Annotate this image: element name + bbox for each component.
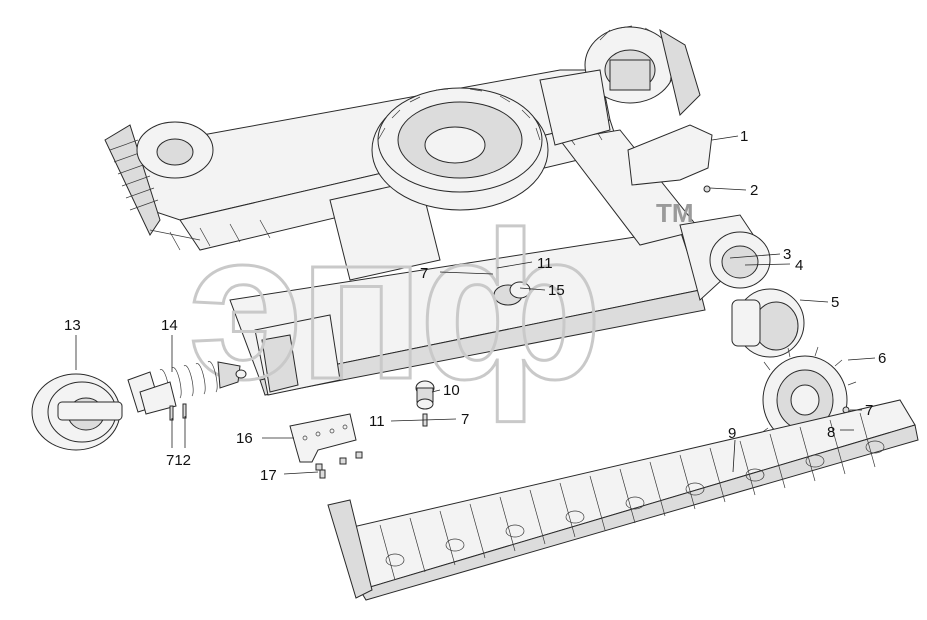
label-11-lower: 11 — [369, 413, 385, 430]
label-9: 9 — [728, 425, 736, 442]
label-17: 17 — [260, 467, 277, 484]
part-7-pin — [169, 405, 174, 421]
label-5: 5 — [831, 294, 839, 311]
part-5-travel-motor — [731, 288, 805, 358]
label-10: 10 — [443, 382, 460, 399]
leader-lines — [75, 135, 876, 475]
label-4: 4 — [795, 257, 803, 274]
part-labels: 1 2 3 4 5 6 7 8 9 10 11 7 7 11 15 13 14 … — [64, 128, 886, 484]
label-15: 15 — [548, 282, 565, 299]
label-14: 14 — [161, 317, 178, 334]
label-1: 1 — [740, 128, 748, 145]
watermark: эпф TM — [187, 187, 694, 425]
part-2-bolt — [703, 185, 711, 193]
label-6: 6 — [878, 350, 886, 367]
label-13: 13 — [64, 317, 81, 334]
label-3: 3 — [783, 246, 791, 263]
watermark-logo: эпф — [188, 188, 597, 423]
part-10-roller — [415, 380, 435, 410]
part-9-track-chain — [327, 399, 919, 601]
part-13-idler-wheel — [31, 373, 123, 451]
label-7-sprocket: 7 — [865, 402, 873, 419]
part-1-cover-plate — [627, 124, 713, 186]
label-7-upper: 7 — [420, 265, 428, 282]
label-712: 712 — [166, 452, 191, 469]
part-17-bolts — [315, 451, 363, 479]
label-16: 16 — [236, 430, 253, 447]
part-12-pin — [182, 403, 187, 419]
label-8: 8 — [827, 424, 835, 441]
label-2: 2 — [750, 182, 758, 199]
part-14-recoil-spring — [127, 361, 247, 415]
plate-holes — [302, 424, 348, 441]
undercarriage-frame — [104, 25, 771, 396]
label-11-upper: 11 — [537, 255, 553, 272]
watermark-trademark: TM — [656, 198, 694, 228]
label-7-lower: 7 — [461, 411, 469, 428]
part-16-guard-plate — [289, 413, 357, 463]
